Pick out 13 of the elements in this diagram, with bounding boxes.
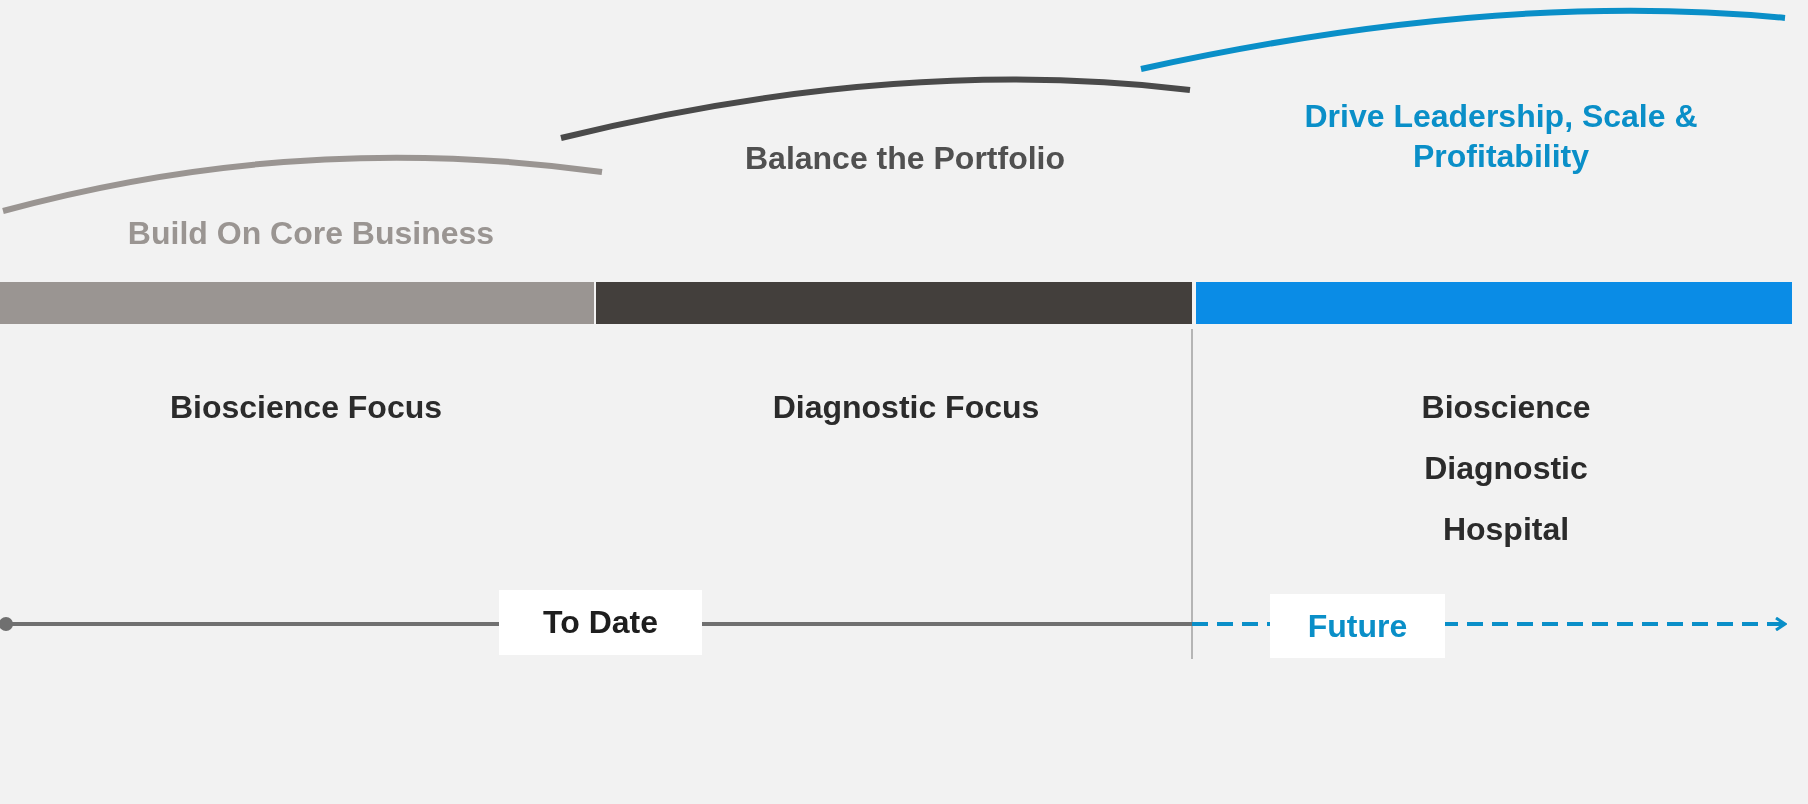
phase-bar <box>1196 282 1792 324</box>
focus-label: Bioscience Focus <box>169 388 443 427</box>
focus-label: Bioscience <box>1421 388 1591 427</box>
focus-label: Diagnostic <box>1424 449 1588 488</box>
focus-label: Hospital <box>1442 510 1570 549</box>
phase-title: Build On Core Business <box>127 214 495 253</box>
phase-bar <box>0 282 594 324</box>
phase-bar <box>596 282 1192 324</box>
phase-title: Balance the Portfolio <box>745 139 1065 178</box>
focus-label: Diagnostic Focus <box>772 388 1040 427</box>
timeline-label: To Date <box>499 590 702 655</box>
timeline-label: Future <box>1270 594 1445 658</box>
phase-title: Drive Leadership, Scale & Profitability <box>1303 97 1699 176</box>
